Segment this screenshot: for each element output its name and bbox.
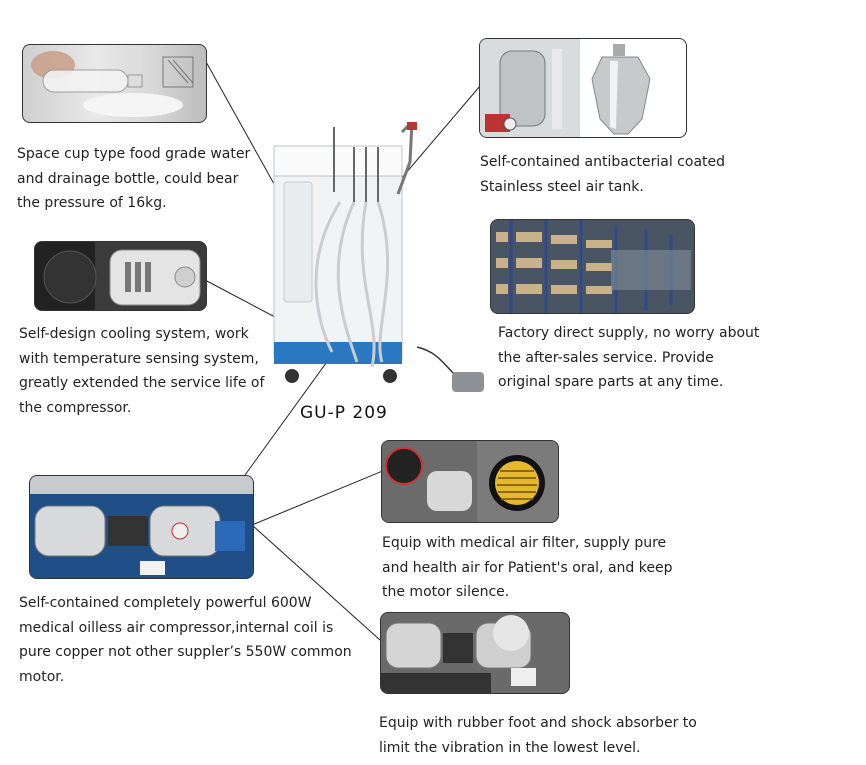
compressor-photo [29,475,254,579]
rubber-foot-caption: Equip with rubber foot and shock absorbe… [379,715,697,756]
factory-caption: Factory direct supply, no worry about th… [498,325,760,390]
cooling-system-photo [34,241,207,311]
air-tank-caption: Self-contained antibacterial coated Stai… [480,154,726,195]
air-tank-photo [479,38,687,138]
air-filter-caption: Equip with medical air filter, supply pu… [382,535,673,600]
factory-photo [490,219,695,314]
compressor-caption: Self-contained completely powerful 600W … [19,595,352,685]
water-bottle-photo [22,44,207,123]
cooling-system-caption: Self-design cooling system, work with te… [19,326,265,416]
dental-unit-illustration [262,118,492,402]
rubber-foot-photo [380,612,570,694]
model-label: GU-P 209 [300,403,388,423]
air-filter-photo [381,440,559,523]
water-bottle-caption: Space cup type food grade water and drai… [17,146,251,211]
